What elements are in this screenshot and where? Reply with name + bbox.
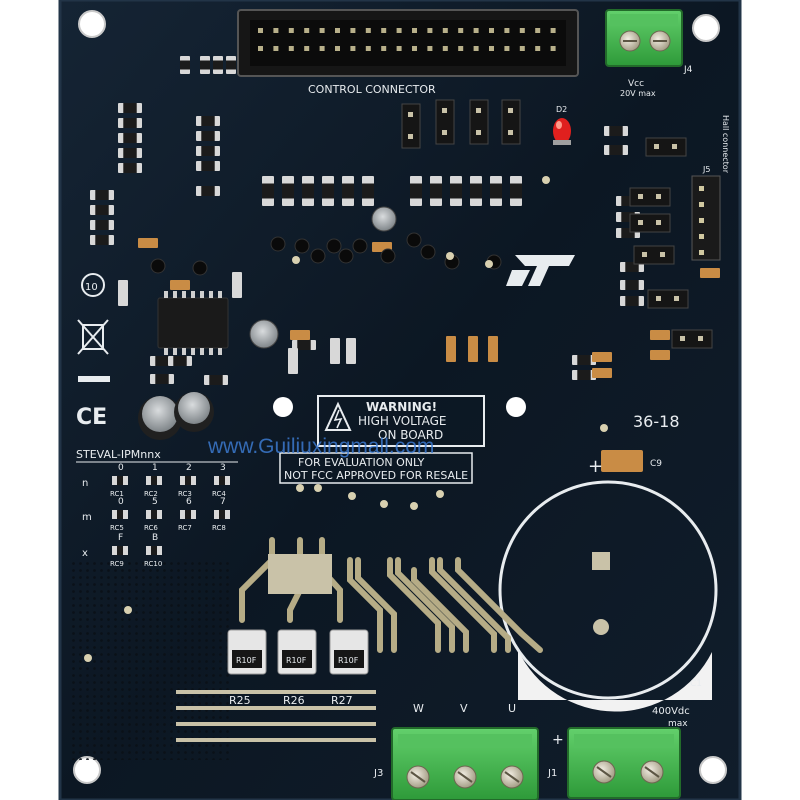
shunt-resistors: R10F R10F R10F <box>227 629 369 675</box>
config-ref-label: RC4 <box>212 490 226 498</box>
shunt-value-label: R10F <box>338 656 359 665</box>
capacitor-c3 <box>138 396 182 440</box>
c1-label: C1 <box>690 679 702 689</box>
jumper-headers <box>401 99 713 349</box>
smd-components <box>90 56 720 385</box>
bulk-capacitor-c1 <box>498 480 718 712</box>
eval-notice-2: NOT FCC APPROVED FOR RESALE <box>284 469 468 482</box>
config-col-label: 1 <box>152 463 158 473</box>
config-table: n0RC11RC22RC33RC4m0RC55RC66RC77RC8xFRC9B… <box>76 461 238 568</box>
copper-traces <box>239 537 543 653</box>
warning-box <box>317 395 485 447</box>
eval-notice-1: FOR EVALUATION ONLY <box>298 456 425 469</box>
shunt-label-r27: R27 <box>331 694 353 707</box>
config-ref-label: RC9 <box>110 560 124 568</box>
capacitor-c9 <box>601 450 643 472</box>
vcc-label: Vcc <box>628 79 644 89</box>
hv-max-label: max <box>668 719 688 729</box>
j1-label: J1 <box>547 768 557 779</box>
config-ref-label: RC1 <box>110 490 124 498</box>
control-connector-header <box>237 9 579 77</box>
config-ref-label: RC10 <box>144 560 162 568</box>
capacitor-c21 <box>249 319 279 349</box>
terminal-block-j1 <box>567 727 681 799</box>
config-ref-label: RC2 <box>144 490 158 498</box>
weee-bin-icon <box>77 319 110 382</box>
config-col-label: 7 <box>220 497 226 507</box>
terminal-block-j3 <box>391 727 539 800</box>
capacitor-c12 <box>371 206 397 232</box>
j5-label: J5 <box>702 165 710 174</box>
config-col-label: B <box>152 533 158 543</box>
ce-mark: CE <box>76 405 107 430</box>
shunt-label-r25: R25 <box>229 694 251 707</box>
svg-text:10: 10 <box>85 282 98 293</box>
config-row-label: m <box>82 512 92 523</box>
config-col-label: 5 <box>152 497 158 507</box>
phase-v-label: V <box>460 702 468 715</box>
vcc-max-label: 20V max <box>620 89 656 98</box>
config-col-label: F <box>118 533 123 543</box>
led-label: D2 <box>556 105 567 114</box>
j3-label: J3 <box>373 768 383 779</box>
config-row-label: n <box>82 478 88 489</box>
config-col-label: 3 <box>220 463 226 473</box>
warning-subtitle-2: ON BOARD <box>378 428 443 442</box>
config-col-label: 0 <box>118 497 124 507</box>
config-ref-label: RC6 <box>144 524 158 532</box>
warning-title: WARNING! <box>366 400 437 414</box>
warning-subtitle: HIGH VOLTAGE <box>358 414 446 428</box>
shunt-label-r26: R26 <box>283 694 305 707</box>
silkscreen-stripes <box>176 690 376 742</box>
config-col-label: 0 <box>118 463 124 473</box>
ic-chip <box>157 291 229 355</box>
hv-label: 400Vdc <box>652 706 690 717</box>
phase-w-label: W <box>413 702 424 715</box>
config-col-label: 6 <box>186 497 192 507</box>
c9-label: C9 <box>650 459 662 469</box>
hall-connector-label: Hall connector <box>721 115 730 174</box>
control-connector-label: CONTROL CONNECTOR <box>308 83 436 96</box>
st-logo <box>506 255 575 286</box>
recycle-icon: 10 <box>81 273 105 297</box>
board-name: STEVAL-IPMnnx <box>76 448 161 461</box>
terminal-block-j4 <box>605 9 683 67</box>
shunt-value-label: R10F <box>236 656 257 665</box>
phase-u-label: U <box>508 702 516 715</box>
capacitor-c4 <box>174 392 214 432</box>
config-ref-label: RC7 <box>178 524 192 532</box>
j4-label: J4 <box>683 65 693 75</box>
board-code: 36-18 <box>633 412 680 431</box>
config-row-label: x <box>82 548 88 559</box>
config-ref-label: RC3 <box>178 490 192 498</box>
config-ref-label: RC8 <box>212 524 226 532</box>
led-d2 <box>553 118 571 145</box>
hall-connector-j5 <box>691 175 721 261</box>
j1-plus-mark: + <box>552 732 564 748</box>
config-ref-label: RC5 <box>110 524 124 532</box>
config-col-label: 2 <box>186 463 192 473</box>
watermark: www.Guiliuxingmall.com <box>207 435 434 458</box>
via-field <box>72 560 232 760</box>
shunt-value-label: R10F <box>286 656 307 665</box>
test-points <box>84 176 608 662</box>
plus-mark: + <box>588 456 603 477</box>
mounting-holes <box>73 10 727 784</box>
